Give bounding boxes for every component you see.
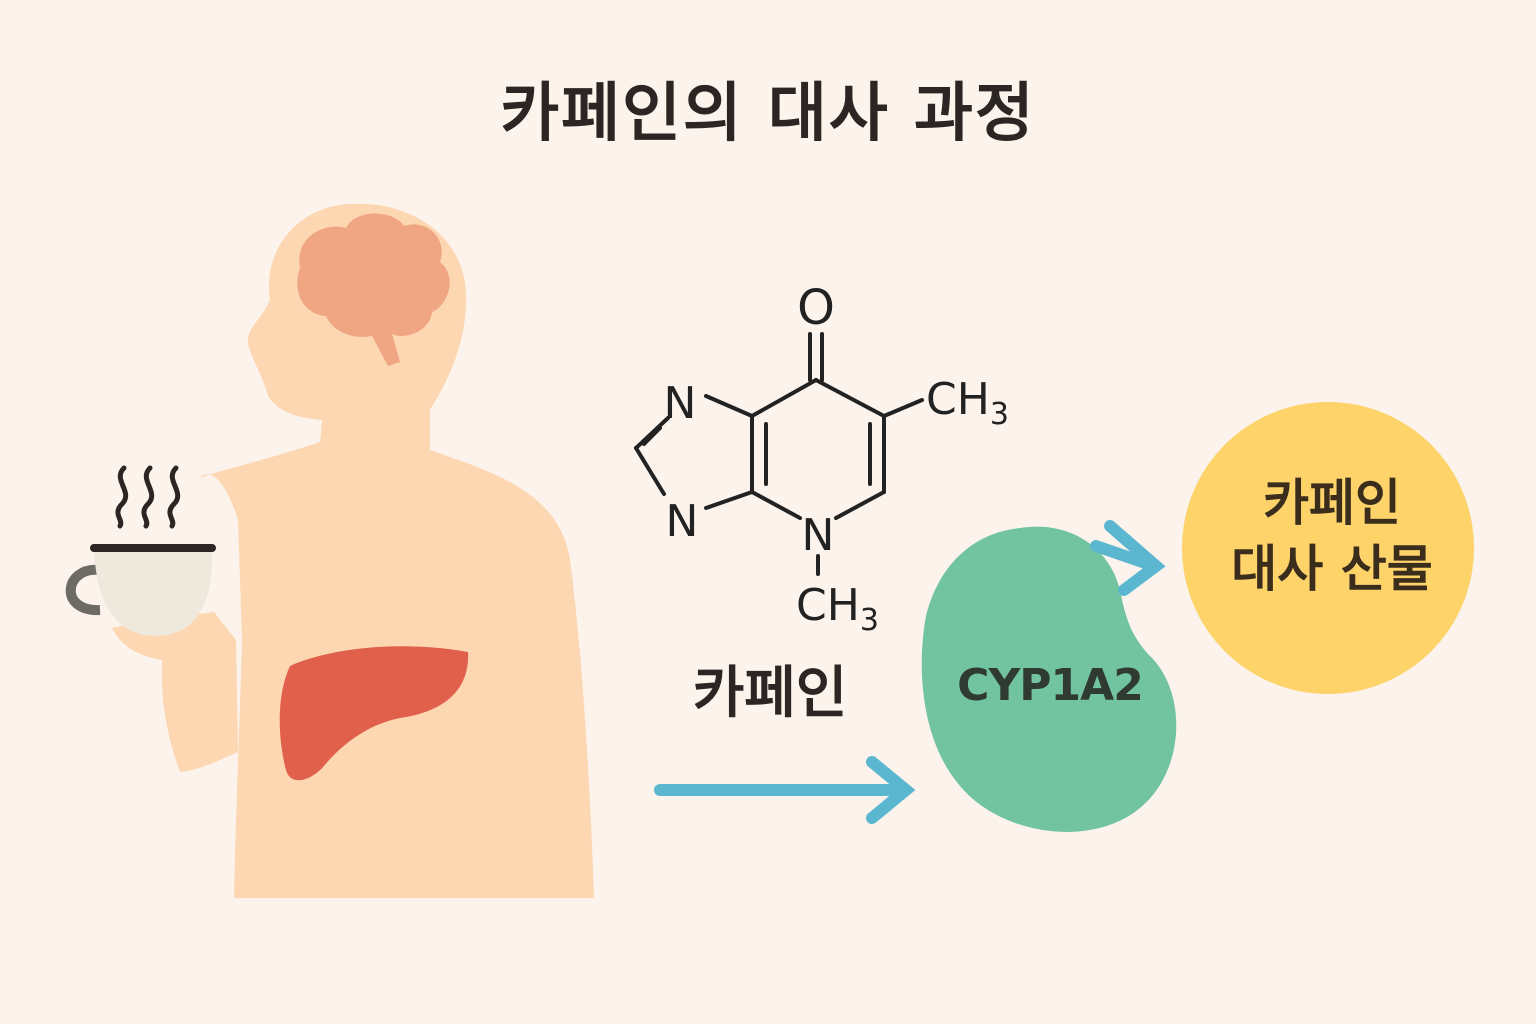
enzyme-label: CYP1A2 xyxy=(957,660,1144,711)
methyl-right-c: CH xyxy=(926,374,990,425)
molecule-atoms: O N N N CH3 CH3 xyxy=(664,280,1009,638)
nitrogen-atom-ring: N xyxy=(802,510,835,561)
enzyme-blob xyxy=(921,526,1177,832)
product-label-line2: 대사 산물 xyxy=(1231,540,1433,598)
nitrogen-atom-top: N xyxy=(664,378,697,429)
human-figure xyxy=(112,203,594,899)
product-circle xyxy=(1182,402,1474,694)
page-title: 카페인의 대사 과정 xyxy=(500,77,1036,151)
steam-icon xyxy=(115,465,181,529)
methyl-bottom-c: CH xyxy=(796,580,860,631)
methyl-right-sub: 3 xyxy=(990,397,1009,432)
arrow-to-product xyxy=(1090,520,1166,596)
brain-icon xyxy=(297,213,450,366)
methyl-bottom-sub: 3 xyxy=(860,603,879,638)
cup-body xyxy=(94,548,213,636)
arm-hand xyxy=(112,612,238,772)
product-label-line1: 카페인 xyxy=(1263,474,1401,532)
cup-handle xyxy=(65,564,101,616)
caffeine-label: 카페인 xyxy=(692,661,848,726)
arrow-to-enzyme xyxy=(654,756,916,824)
oxygen-atom: O xyxy=(797,280,835,336)
product-label: 카페인 대사 산물 xyxy=(1184,470,1480,602)
nitrogen-atom-bottom: N xyxy=(666,496,699,547)
liver-icon xyxy=(279,646,469,781)
caffeine-molecule xyxy=(634,332,924,576)
methyl-group-right: CH3 xyxy=(926,374,1009,432)
coffee-cup-icon xyxy=(65,465,216,636)
methyl-group-bottom: CH3 xyxy=(796,580,879,638)
